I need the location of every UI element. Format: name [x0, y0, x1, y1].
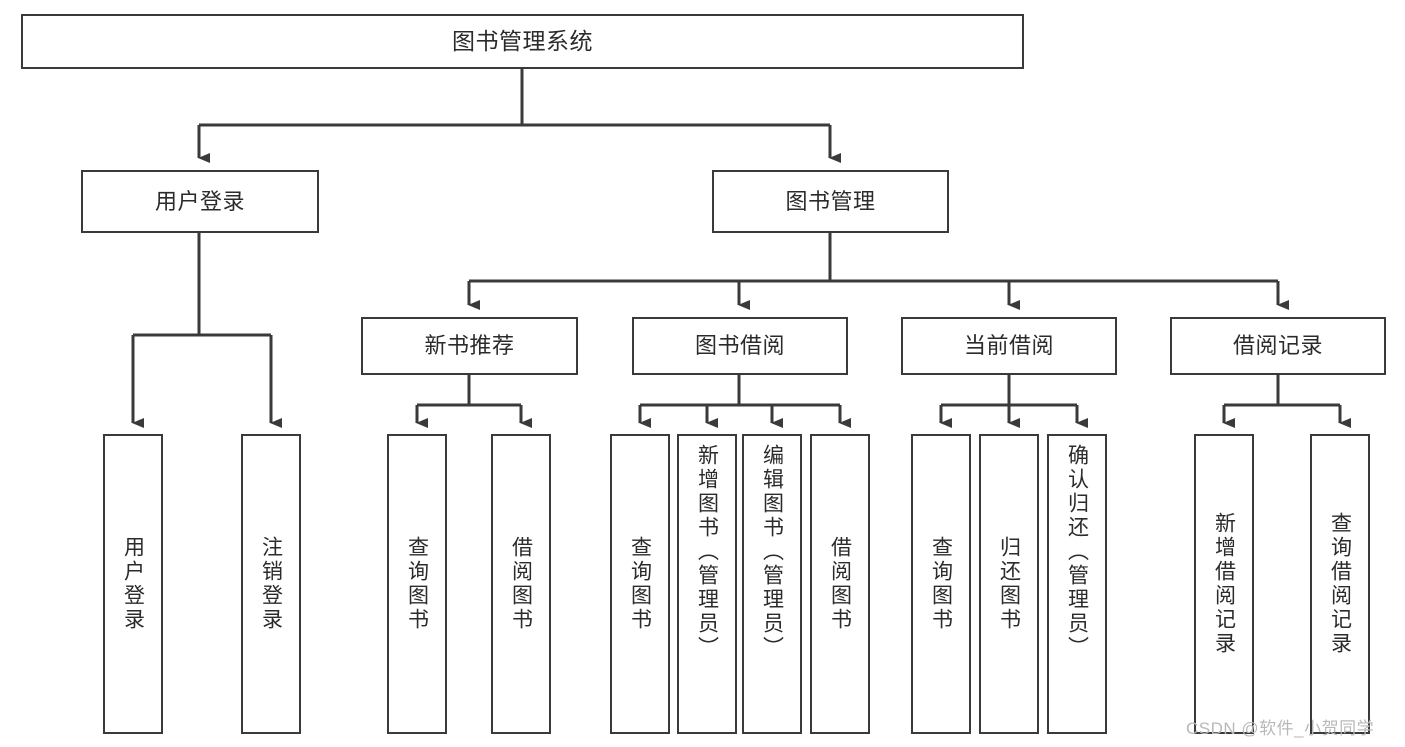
node-label: 查询图书 [929, 536, 953, 632]
node-label: 借阅图书 [509, 536, 533, 632]
node-new-book-recommend[interactable]: 新书推荐 [361, 317, 578, 375]
leaf-node-confirm-return-admin[interactable]: 确认归还（管理员） [1047, 434, 1107, 734]
node-label: 借阅图书 [828, 536, 852, 632]
node-borrow-record[interactable]: 借阅记录 [1170, 317, 1386, 375]
leaf-node-return-book[interactable]: 归还图书 [979, 434, 1039, 734]
leaf-node-borrow-book-2[interactable]: 借阅图书 [810, 434, 870, 734]
leaf-node-borrow-book-1[interactable]: 借阅图书 [491, 434, 551, 734]
leaf-node-edit-book-admin[interactable]: 编辑图书（管理员） [742, 434, 802, 734]
csdn-watermark: CSDN @软件_小贺同学 [1186, 719, 1375, 738]
leaf-node-add-book-admin[interactable]: 新增图书（管理员） [677, 434, 737, 734]
node-label: 查询图书 [628, 536, 652, 632]
node-label: 图书管理系统 [452, 27, 593, 54]
node-label: 当前借阅 [963, 333, 1054, 359]
node-label: 图书管理 [785, 188, 876, 214]
leaf-node-query-book-3[interactable]: 查询图书 [911, 434, 971, 734]
node-label: 查询借阅记录 [1328, 512, 1352, 656]
node-label: 查询图书 [405, 536, 429, 632]
leaf-node-query-borrow-record[interactable]: 查询借阅记录 [1310, 434, 1370, 734]
node-label: 新增图书（管理员） [695, 444, 719, 660]
node-label: 编辑图书（管理员） [760, 444, 784, 660]
node-label: 新增借阅记录 [1212, 512, 1236, 656]
leaf-node-query-book-2[interactable]: 查询图书 [610, 434, 670, 734]
node-label: 用户登录 [121, 536, 145, 632]
leaf-node-add-borrow-record[interactable]: 新增借阅记录 [1194, 434, 1254, 734]
leaf-node-logout[interactable]: 注销登录 [241, 434, 301, 734]
node-label: 新书推荐 [424, 333, 515, 359]
node-book-borrow[interactable]: 图书借阅 [632, 317, 848, 375]
leaf-node-user-login[interactable]: 用户登录 [103, 434, 163, 734]
leaf-node-query-book-1[interactable]: 查询图书 [387, 434, 447, 734]
node-label: 借阅记录 [1232, 333, 1323, 359]
node-current-borrow[interactable]: 当前借阅 [901, 317, 1117, 375]
node-label: 注销登录 [259, 536, 283, 632]
node-label: 用户登录 [154, 188, 245, 214]
node-label: 确认归还（管理员） [1065, 444, 1089, 660]
node-label: 归还图书 [997, 536, 1021, 632]
node-root-system[interactable]: 图书管理系统 [21, 14, 1024, 69]
node-label: 图书借阅 [694, 333, 785, 359]
node-user-login[interactable]: 用户登录 [81, 170, 319, 233]
node-book-manage[interactable]: 图书管理 [712, 170, 949, 233]
